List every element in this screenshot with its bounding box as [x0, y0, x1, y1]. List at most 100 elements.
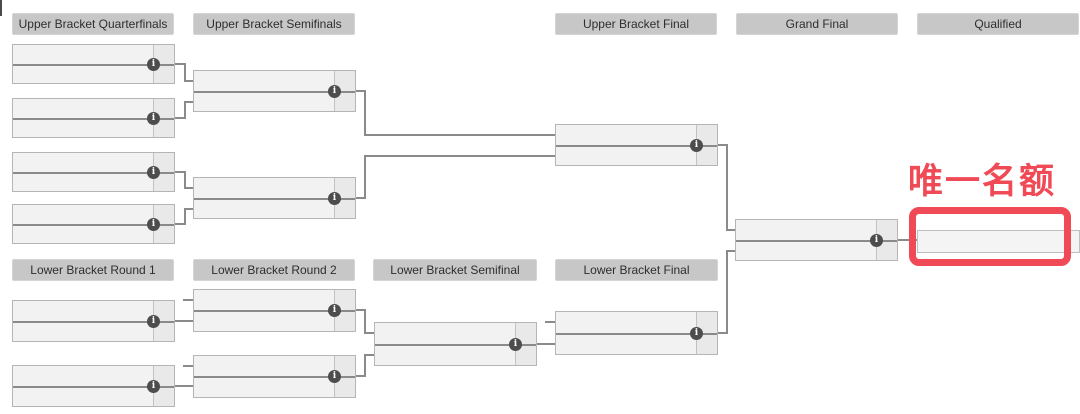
bracket-connector: [355, 90, 366, 92]
match-lb-r2-1: i: [193, 289, 356, 332]
match-divider: [194, 91, 355, 93]
team-slot-bottom: [556, 146, 717, 165]
match-ub-sf-2: i: [193, 177, 356, 219]
info-icon[interactable]: i: [328, 192, 341, 205]
bracket-connector: [717, 332, 728, 334]
team-slot-top: [13, 366, 174, 387]
info-icon[interactable]: i: [147, 218, 160, 231]
info-icon[interactable]: i: [147, 380, 160, 393]
match-ub-final: i: [555, 124, 718, 166]
bracket-connector: [726, 144, 728, 231]
info-icon[interactable]: i: [509, 338, 522, 351]
bracket-connector: [174, 117, 186, 119]
team-slot-bottom: [13, 65, 174, 83]
match-ub-sf-1: i: [193, 70, 356, 112]
bracket-connector: [364, 332, 375, 334]
bracket-connector: [364, 155, 556, 157]
round-header-ub-semifinals: Upper Bracket Semifinals: [193, 13, 355, 35]
team-slot-bottom: [194, 311, 355, 331]
match-divider: [556, 145, 717, 147]
match-divider: [194, 198, 355, 200]
match-ub-qf-1: i: [12, 44, 175, 84]
match-ub-qf-2: i: [12, 98, 175, 138]
match-lb-final: i: [555, 311, 718, 355]
team-slot-bottom: [13, 387, 174, 406]
info-icon[interactable]: i: [147, 112, 160, 125]
match-divider: [13, 172, 174, 174]
annotation-label: 唯一名额: [908, 162, 1057, 201]
info-icon[interactable]: i: [690, 139, 703, 152]
annotation-highlight-box: [909, 207, 1071, 266]
info-icon[interactable]: i: [147, 315, 160, 328]
bracket-connector: [184, 171, 186, 189]
bracket-connector: [174, 63, 186, 65]
info-icon[interactable]: i: [328, 304, 341, 317]
screenshot-edge-artifact: [0, 0, 2, 16]
bracket-connector: [717, 144, 728, 146]
round-header-lb-final: Lower Bracket Final: [555, 259, 718, 281]
round-header-lb-round2: Lower Bracket Round 2: [193, 259, 355, 281]
bracket-connector: [364, 155, 366, 199]
info-icon[interactable]: i: [870, 234, 883, 247]
team-slot-top: [13, 153, 174, 173]
match-grand-final: i: [735, 219, 898, 261]
info-icon[interactable]: i: [328, 85, 341, 98]
match-divider: [13, 321, 174, 323]
bracket-connector: [174, 320, 194, 322]
team-slot-top: [556, 125, 717, 146]
info-icon[interactable]: i: [690, 327, 703, 340]
team-slot-top: [375, 323, 536, 345]
bracket-connector: [184, 101, 194, 103]
bracket-connector: [545, 321, 556, 323]
match-divider: [13, 224, 174, 226]
team-slot-bottom: [194, 92, 355, 111]
match-ub-qf-4: i: [12, 204, 175, 244]
team-slot-top: [194, 356, 355, 377]
bracket-connector: [183, 299, 194, 301]
info-icon[interactable]: i: [147, 166, 160, 179]
info-icon[interactable]: i: [328, 370, 341, 383]
bracket-connector: [183, 365, 194, 367]
team-slot-bottom: [13, 119, 174, 137]
team-slot-top: [194, 178, 355, 199]
team-slot-top: [556, 312, 717, 334]
match-lb-r1-2: i: [12, 365, 175, 407]
info-icon[interactable]: i: [147, 58, 160, 71]
bracket-connector: [184, 101, 186, 119]
bracket-connector: [184, 208, 194, 210]
team-slot-top: [13, 205, 174, 225]
match-divider: [736, 240, 897, 242]
match-divider: [194, 376, 355, 378]
bracket-connector: [726, 250, 736, 252]
match-divider: [13, 118, 174, 120]
team-slot-top: [194, 71, 355, 92]
team-slot-bottom: [194, 199, 355, 218]
bracket-connector: [726, 229, 736, 231]
match-divider: [556, 333, 717, 335]
match-lb-r1-1: i: [12, 300, 175, 342]
team-slot-bottom: [375, 345, 536, 365]
team-slot-top: [194, 290, 355, 311]
team-slot-bottom: [194, 377, 355, 397]
bracket-connector: [364, 309, 366, 334]
round-header-lb-round1: Lower Bracket Round 1: [12, 259, 174, 281]
bracket-connector: [355, 375, 366, 377]
team-slot-bottom: [13, 225, 174, 243]
bracket-connector: [364, 354, 366, 377]
bracket-connector: [174, 171, 186, 173]
bracket-connector: [355, 309, 366, 311]
match-divider: [194, 310, 355, 312]
match-divider: [13, 64, 174, 66]
team-slot-top: [13, 45, 174, 65]
bracket-connector: [364, 354, 375, 356]
bracket-connector: [536, 343, 556, 345]
match-divider: [13, 386, 174, 388]
team-slot-top: [13, 99, 174, 119]
bracket-connector: [184, 187, 194, 189]
bracket-connector: [364, 90, 366, 136]
bracket-connector: [174, 385, 194, 387]
bracket-connector: [184, 80, 194, 82]
round-header-qualified: Qualified: [917, 13, 1079, 35]
bracket-connector: [726, 250, 728, 334]
